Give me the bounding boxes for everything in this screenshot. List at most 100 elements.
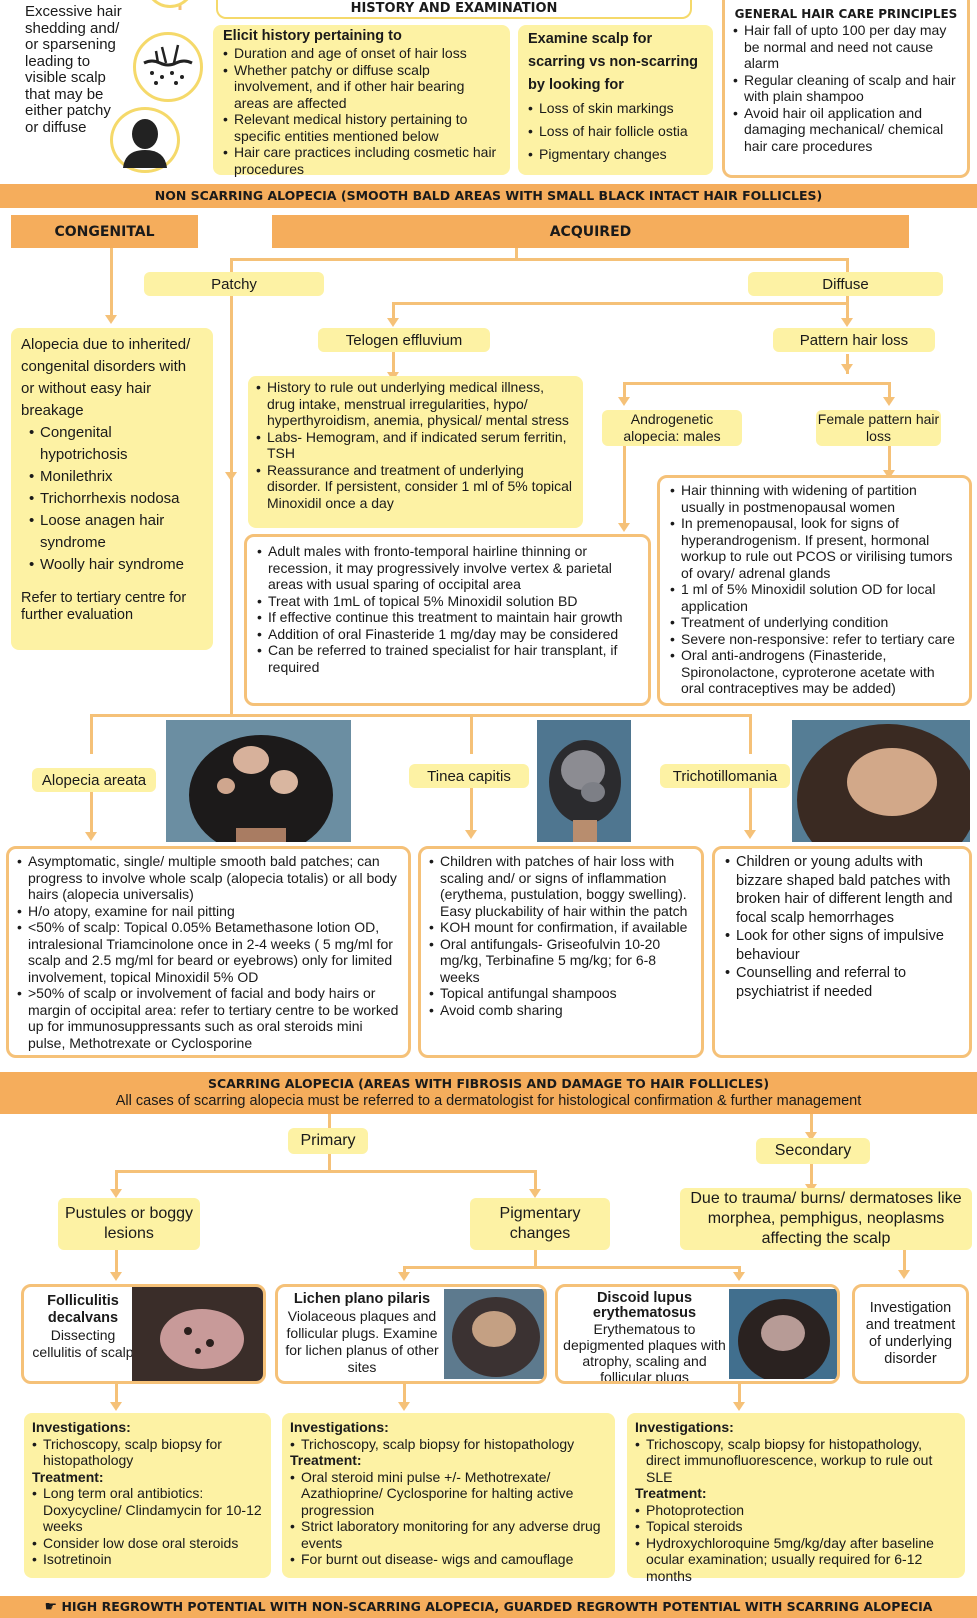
tinea-capitis-label: Tinea capitis	[409, 764, 529, 788]
list-item: Consider low dose oral steroids	[32, 1535, 263, 1552]
list-item: >50% of scalp or involvement of facial a…	[17, 985, 400, 1051]
list-item: Duration and age of onset of hair loss	[223, 45, 500, 62]
secondary-label: Secondary	[756, 1138, 870, 1164]
elicit-title: Elicit history pertaining to	[223, 28, 402, 44]
tinea-list: Children with patches of hair loss with …	[429, 853, 693, 1018]
examine-list: Loss of skin markings Loss of hair folli…	[528, 97, 703, 166]
lichen-card: Lichen plano pilaris Violaceous plaques …	[275, 1284, 547, 1384]
list-item: Oral anti-androgens (Finasteride, Spiron…	[670, 647, 959, 697]
list-item: Trichoscopy, scalp biopsy for histopatho…	[290, 1436, 607, 1453]
lpp-inv-label: Investigations:	[290, 1419, 389, 1435]
congenital-intro: Alopecia due to inherited/ congenital di…	[21, 336, 191, 419]
list-item: KOH mount for confirmation, if available	[429, 919, 693, 936]
androgenetic-label: Androgenetic alopecia: males	[602, 410, 742, 446]
list-item: Monilethrix	[29, 466, 203, 488]
list-item: Avoid comb sharing	[429, 1002, 693, 1019]
list-item: Isotretinoin	[32, 1551, 263, 1568]
dle-investigations-box: Investigations: Trichoscopy, scalp biops…	[627, 1413, 965, 1584]
list-item: Trichorrhexis nodosa	[29, 488, 203, 510]
list-item: Topical steroids	[635, 1518, 957, 1535]
list-item: <50% of scalp: Topical 0.05% Betamethaso…	[17, 919, 400, 985]
pointing-hand-icon: ☛	[44, 1599, 58, 1615]
list-item: Treat with 1mL of topical 5% Minoxidil s…	[257, 593, 638, 610]
list-item: For burnt out disease- wigs and camoufla…	[290, 1551, 607, 1568]
areata-list: Asymptomatic, single/ multiple smooth ba…	[17, 853, 400, 1051]
telogen-box: History to rule out underlying medical i…	[248, 376, 583, 528]
primary-label: Primary	[288, 1128, 368, 1154]
list-item: If effective continue this treatment to …	[257, 609, 638, 626]
list-item: 1 ml of 5% Minoxidil solution OD for loc…	[670, 581, 959, 614]
lichen-title: Lichen plano pilaris	[293, 1291, 431, 1307]
alopecia-areata-photo	[166, 720, 351, 842]
folliculitis-card: Folliculitis decalvans Dissecting cellul…	[21, 1284, 266, 1384]
general-title: GENERAL HAIR CARE PRINCIPLES	[734, 7, 958, 21]
list-item: Regular cleaning of scalp and hair with …	[733, 72, 959, 105]
list-item: Relevant medical history pertaining to s…	[223, 111, 500, 144]
dle-photo	[729, 1289, 837, 1379]
scarring-bar-title: SCARRING ALOPECIA (AREAS WITH FIBROSIS A…	[207, 1076, 770, 1091]
pustules-label: Pustules or boggy lesions	[58, 1198, 200, 1250]
tinea-box: Children with patches of hair loss with …	[418, 846, 704, 1058]
list-item: Counselling and referral to psychiatrist…	[725, 964, 959, 1001]
list-item: Oral antifungals- Griseofulvin 10-20 mg/…	[429, 936, 693, 986]
fd-inv-list: Trichoscopy, scalp biopsy for histopatho…	[32, 1436, 263, 1469]
fd-investigations-box: Investigations: Trichoscopy, scalp biops…	[24, 1413, 271, 1578]
list-item: H/o atopy, examine for nail pitting	[17, 903, 400, 920]
list-item: Treatment of underlying condition	[670, 614, 959, 631]
list-item: Hydroxychloroquine 5mg/kg/day after base…	[635, 1535, 957, 1585]
elicit-list: Duration and age of onset of hair loss W…	[223, 45, 500, 177]
list-item: Hair care practices including cosmetic h…	[223, 144, 500, 177]
list-item: Children with patches of hair loss with …	[429, 853, 693, 919]
list-item: Congenital hypotrichosis	[29, 422, 203, 466]
folliculitis-title: Folliculitis decalvans	[47, 1293, 119, 1326]
folliculitis-photo	[132, 1287, 263, 1381]
pattern-label: Pattern hair loss	[773, 328, 935, 352]
trichotillomania-label: Trichotillomania	[660, 764, 790, 788]
tricho-list: Children or young adults with bizzare sh…	[725, 853, 959, 1001]
scarring-bar: SCARRING ALOPECIA (AREAS WITH FIBROSIS A…	[0, 1072, 977, 1114]
nonscarring-bar: NON SCARRING ALOPECIA (SMOOTH BALD AREAS…	[0, 184, 977, 208]
underlying-text: Investigation and treatment of underlyin…	[865, 1300, 956, 1367]
list-item: Reassurance and treatment of underlying …	[256, 462, 575, 512]
list-item: Topical antifungal shampoos	[429, 985, 693, 1002]
list-item: Adult males with fronto-temporal hairlin…	[257, 543, 638, 593]
list-item: Whether patchy or diffuse scalp involvem…	[223, 62, 500, 112]
trauma-label: Due to trauma/ burns/ dermatoses like mo…	[680, 1188, 972, 1250]
scalp-follicle-icon	[133, 32, 203, 102]
dle-inv-label: Investigations:	[635, 1419, 734, 1435]
list-item: Loss of hair follicle ostia	[528, 120, 703, 143]
dle-tx-label: Treatment:	[635, 1485, 707, 1501]
acquired-header: ACQUIRED	[272, 215, 909, 248]
tricho-box: Children or young adults with bizzare sh…	[712, 846, 972, 1058]
congenital-box: Alopecia due to inherited/ congenital di…	[11, 328, 213, 650]
list-item: Labs- Hemogram, and if indicated serum f…	[256, 429, 575, 462]
list-item: Look for other signs of impulsive behavi…	[725, 927, 959, 964]
list-item: Long term oral antibiotics: Doxycycline/…	[32, 1485, 263, 1535]
telogen-label: Telogen effluvium	[318, 328, 490, 352]
female-pattern-label: Female pattern hair loss	[816, 410, 941, 446]
list-item: Hair thinning with widening of partition…	[670, 482, 959, 515]
lichen-desc: Violaceous plaques and follicular plugs.…	[285, 1308, 439, 1375]
female-list: Hair thinning with widening of partition…	[670, 482, 959, 697]
examine-scalp-box: Examine scalp for scarring vs non-scarri…	[518, 25, 713, 175]
diffuse-label: Diffuse	[748, 272, 943, 296]
scarring-bar-sub: All cases of scarring alopecia must be r…	[115, 1093, 862, 1109]
list-item: Children or young adults with bizzare sh…	[725, 853, 959, 927]
list-item: Trichoscopy, scalp biopsy for histopatho…	[32, 1436, 263, 1469]
folliculitis-desc: Dissecting cellulitis of scalp	[32, 1327, 134, 1360]
list-item: In premenopausal, look for signs of hype…	[670, 515, 959, 581]
list-item: History to rule out underlying medical i…	[256, 379, 575, 429]
congenital-header: CONGENITAL	[11, 215, 198, 248]
list-item: Severe non-responsive: refer to tertiary…	[670, 631, 959, 648]
footer-text: HIGH REGROWTH POTENTIAL WITH NON-SCARRIN…	[61, 1599, 933, 1614]
bald-head-icon	[110, 107, 180, 173]
fd-tx-list: Long term oral antibiotics: Doxycycline/…	[32, 1485, 263, 1568]
lichen-photo	[444, 1289, 544, 1379]
dle-card: Discoid lupus erythematosus Erythematous…	[555, 1284, 840, 1384]
list-item: Loss of skin markings	[528, 97, 703, 120]
list-item: Trichoscopy, scalp biopsy for histopatho…	[635, 1436, 957, 1486]
list-item: Oral steroid mini pulse +/- Methotrexate…	[290, 1469, 607, 1519]
telogen-list: History to rule out underlying medical i…	[256, 379, 575, 511]
dle-title: Discoid lupus erythematosus	[592, 1290, 697, 1321]
examine-title: Examine scalp for scarring vs non-scarri…	[528, 31, 699, 93]
